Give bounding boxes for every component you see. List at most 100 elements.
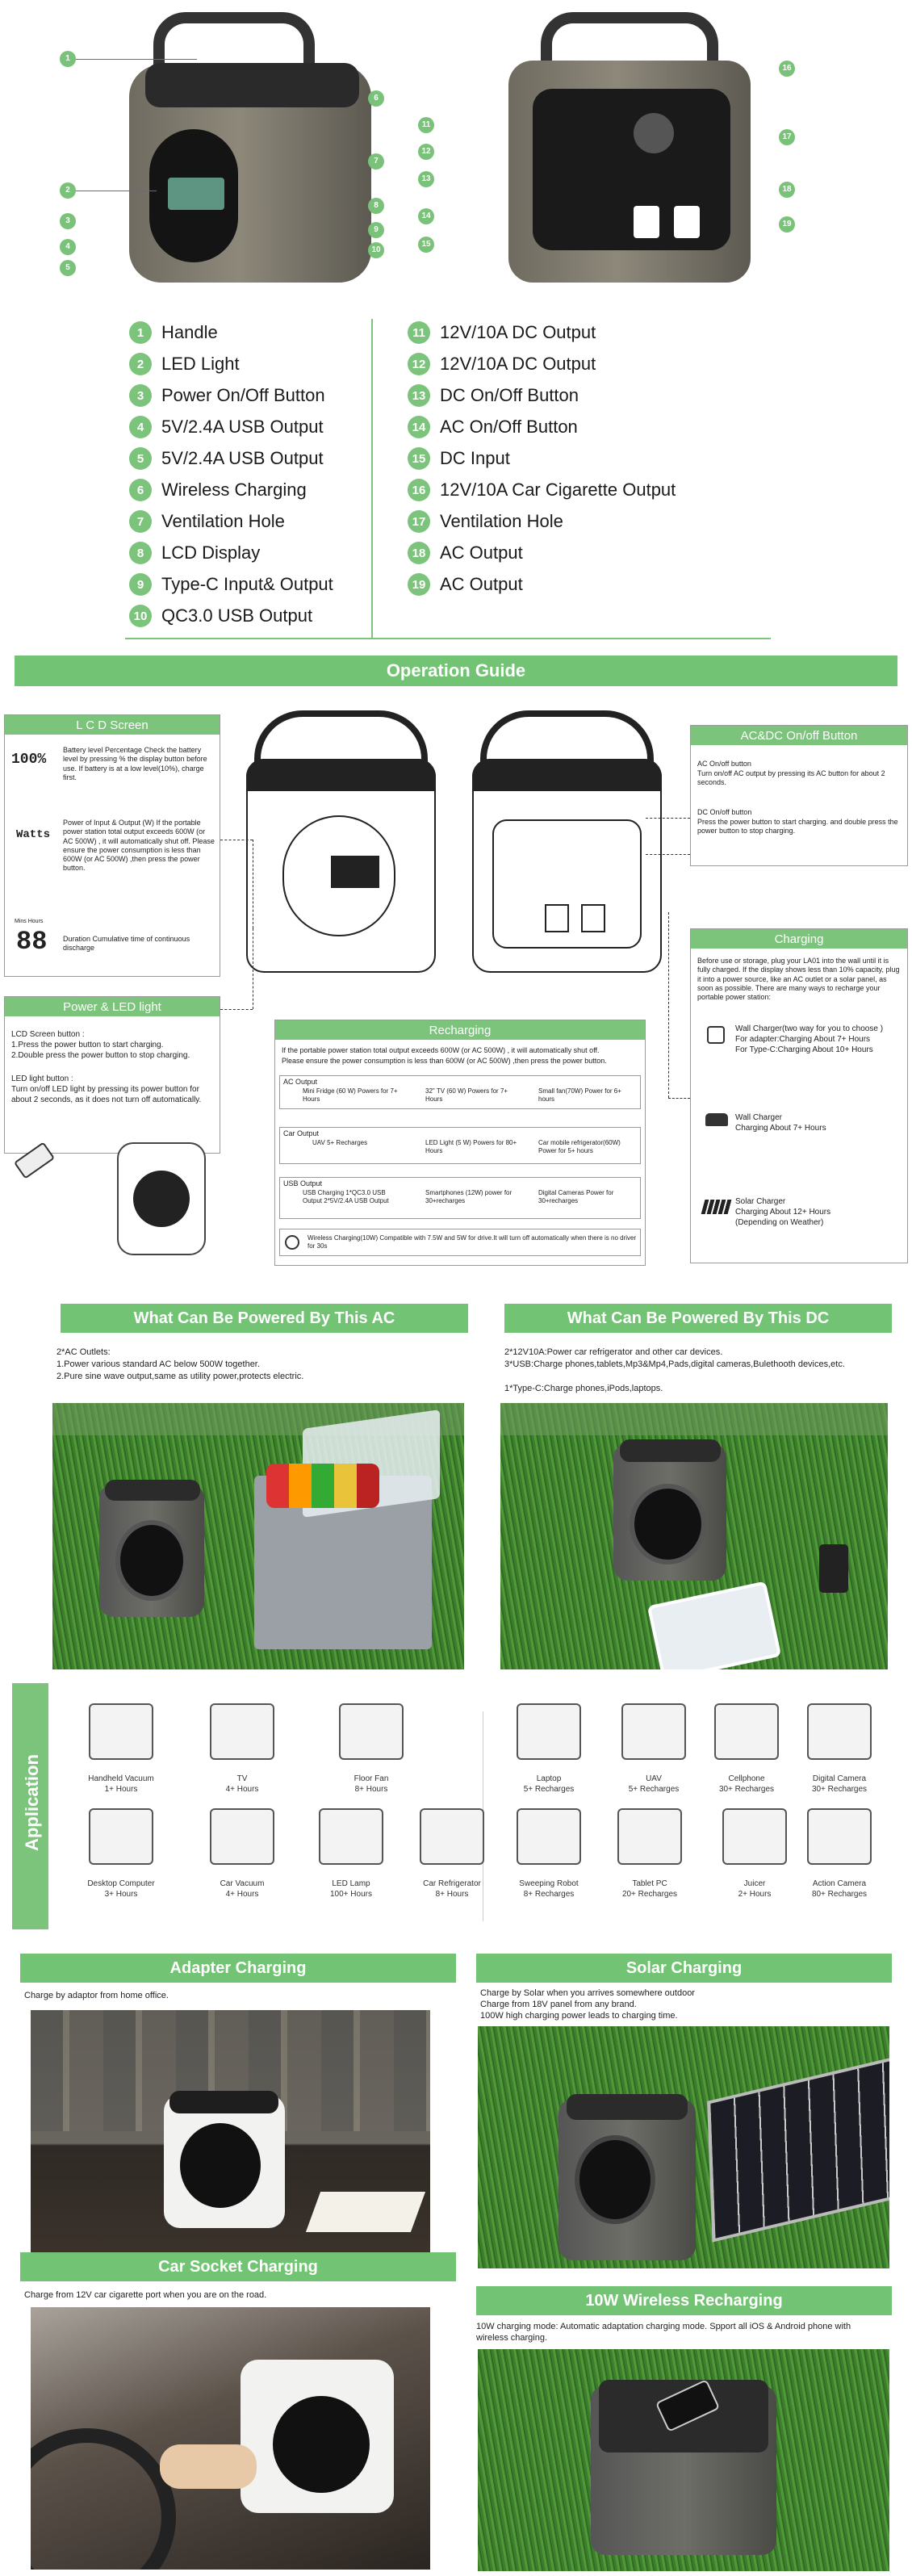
solar-icon (701, 1200, 733, 1214)
feature-label: LCD Display (161, 542, 261, 563)
feature-label: 12V/10A DC Output (440, 354, 596, 374)
fan-icon (339, 1703, 404, 1760)
feature-number: 7 (129, 510, 152, 533)
wireless-photo (478, 2349, 889, 2571)
power-led-t3: 2.Double press the power button to stop … (11, 1051, 190, 1060)
feature-label: AC On/Off Button (440, 417, 578, 437)
application-label: Application (22, 1754, 42, 1851)
car-l1: Charging About 7+ Hours (735, 1124, 826, 1133)
car-item-2: LED Light (5 W) Powers for 80+ Hours (425, 1139, 517, 1154)
app-item-value: 4+ Hours (225, 1785, 259, 1794)
callout-front-6: 6 (368, 90, 384, 107)
callout-back-13: 13 (418, 171, 434, 187)
dc-section-title: What Can Be Powered By This DC (504, 1304, 892, 1333)
watts-text: Power of Input & Output (W) If the porta… (63, 819, 215, 873)
feature-label: AC Output (440, 542, 523, 563)
adapter-title: Adapter Charging (20, 1954, 456, 1983)
wall-l1: For adapter:Charging About 7+ Hours (735, 1035, 871, 1044)
usb-item-1: USB Charging 1*QC3.0 USB Output 2*5V/2.4… (303, 1189, 389, 1204)
fridge-icon (420, 1808, 484, 1865)
feature-number: 1 (129, 321, 152, 344)
charging-box: Charging Before use or storage, plug you… (690, 928, 908, 1263)
car-item-1: UAV 5+ Recharges (312, 1139, 368, 1146)
callout-front-3: 3 (60, 213, 76, 229)
callout-front-1: 1 (60, 51, 76, 67)
feature-number: 11 (408, 321, 430, 344)
vacuum-icon (89, 1703, 153, 1760)
battery-text: Battery level Percentage Check the batte… (63, 746, 207, 781)
app-item-name: Car Vacuum (220, 1879, 265, 1888)
callout-back-14: 14 (418, 208, 434, 224)
app-item-value: 3+ Hours (104, 1890, 138, 1899)
dc-line-1: 2*12V10A:Power car refrigerator and othe… (504, 1347, 723, 1357)
recharging-intro1: If the portable power station total outp… (282, 1046, 600, 1054)
feature-label: Type-C Input& Output (161, 574, 333, 594)
ac-item-1: Mini Fridge (60 W) Powers for 7+ Hours (303, 1087, 398, 1103)
recharging-intro2: Please ensure the power consumption is l… (282, 1057, 607, 1065)
car-icon (705, 1113, 728, 1126)
battery-icon: 100% (11, 752, 47, 768)
app-item-name: Juicer (743, 1879, 766, 1888)
app-item-name: Desktop Computer (87, 1879, 155, 1888)
wall-title: Wall Charger(two way for you to choose ) (735, 1024, 884, 1033)
laptop-icon (517, 1703, 581, 1760)
ac-outlet-1 (634, 206, 659, 238)
callout-back-16: 16 (779, 61, 795, 77)
callout-front-9: 9 (368, 222, 384, 238)
callout-front-10: 10 (368, 242, 384, 258)
callout-back-17: 17 (779, 129, 795, 145)
tablet-icon (617, 1808, 682, 1865)
desktop-icon (89, 1808, 153, 1865)
dc-line-3: 1*Type-C:Charge phones,iPods,laptops. (504, 1384, 663, 1393)
feature-label: LED Light (161, 354, 240, 374)
app-item-value: 5+ Recharges (523, 1785, 575, 1794)
solar-title: Solar Charging (476, 1954, 892, 1983)
app-item-name: LED Lamp (332, 1879, 370, 1888)
usb-item-3: Digital Cameras Power for 30+recharges (538, 1189, 614, 1204)
ac-line-2: 1.Power various standard AC below 500W t… (56, 1359, 260, 1369)
wall-charger-icon (707, 1026, 725, 1044)
app-item-value: 8+ Hours (435, 1890, 469, 1899)
callout-back-12: 12 (418, 144, 434, 160)
ac-item-3: Small fan(70W) Power for 6+ hours (538, 1087, 621, 1103)
feature-divider (371, 319, 373, 638)
feature-number: 8 (129, 542, 152, 564)
action-camera-icon (807, 1808, 872, 1865)
feature-number: 9 (129, 573, 152, 596)
wireless-title: 10W Wireless Recharging (476, 2286, 892, 2315)
guide-device-front (238, 710, 444, 985)
feature-number: 19 (408, 573, 430, 596)
car-photo (31, 2307, 430, 2570)
app-item-name: Tablet PC (632, 1879, 667, 1888)
hand-phone-photo (12, 1138, 222, 1259)
feature-number: 2 (129, 353, 152, 375)
app-item-value: 8+ Hours (354, 1785, 388, 1794)
feature-number: 3 (129, 384, 152, 407)
ac-line-3: 2.Pure sine wave output,same as utility … (56, 1372, 304, 1381)
car-output-group: Car Output UAV 5+ Recharges LED Light (5… (279, 1127, 641, 1164)
feature-label: DC On/Off Button (440, 385, 579, 405)
app-item-name: Sweeping Robot (519, 1879, 579, 1888)
app-item-value: 100+ Hours (330, 1890, 372, 1899)
recharging-title: Recharging (275, 1020, 645, 1040)
app-item-name: TV (236, 1774, 248, 1783)
bulb-icon (319, 1808, 383, 1865)
car-title: Wall Charger (735, 1113, 782, 1122)
lcd-screen-title: L C D Screen (5, 715, 220, 735)
feature-item: 9 Type-C Input& Output (129, 573, 333, 596)
ac-item-2: 32" TV (60 W) Powers for 7+ Hours (425, 1087, 508, 1103)
guide-device-back (464, 710, 670, 985)
watts-icon: Watts (16, 828, 51, 841)
callout-front-7: 7 (368, 153, 384, 170)
app-item-value: 80+ Recharges (811, 1890, 868, 1899)
app-item-value: 30+ Recharges (718, 1785, 775, 1794)
device-top-front (145, 63, 359, 107)
back-panel (533, 89, 730, 250)
wireless-icon (285, 1235, 299, 1250)
feature-label: Handle (161, 322, 218, 342)
callout-front-8: 8 (368, 198, 384, 214)
